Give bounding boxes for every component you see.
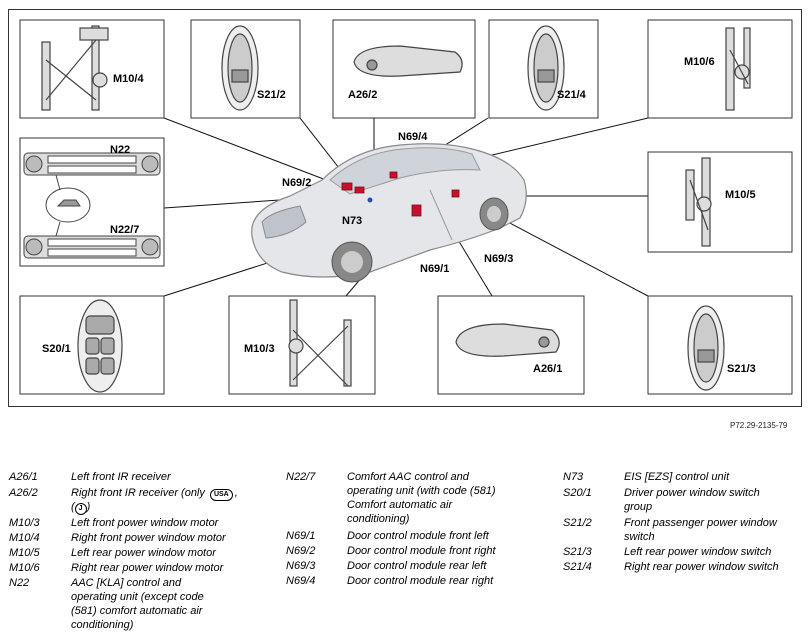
label-m10-6: M10/6 [684,56,715,68]
label-s21-2: S21/2 [257,89,286,101]
box-m10-5 [647,151,793,253]
legend-desc: Left rear power window switch [624,546,772,558]
label-n22-7: N22/7 [110,224,139,236]
label-n73: N73 [342,215,362,227]
legend-code: A26/1 [9,471,38,483]
legend-desc: Left front IR receiver [71,471,171,483]
marker-s21-2 [354,186,365,194]
legend-desc: Right front power window motor [71,532,226,544]
label-n69-2: N69/2 [282,177,311,189]
figure-id: P72.29-2135-79 [730,421,788,430]
marker-n69-4 [389,171,398,179]
ir-receiver-a26-1-icon [455,323,560,357]
legend-code: N69/3 [286,560,316,572]
window-motor-m10-5-icon [685,157,712,247]
legend-code: N69/1 [286,530,316,542]
legend-desc: Left front power window motor [71,517,219,529]
module-markers [341,171,460,217]
label-n69-4: N69/4 [398,131,428,143]
driver-switch-group-s20-1-icon [77,299,123,393]
legend-desc: Front passenger power window switch [624,517,777,543]
legend-code: N22/7 [286,471,316,483]
marker-n69-3 [451,189,460,198]
label-m10-3: M10/3 [244,343,275,355]
legend-desc: EIS [EZS] control unit [624,471,730,483]
window-motor-m10-4-icon [41,25,109,111]
legend-desc: Left rear power window motor [71,547,216,559]
legend-code: M10/3 [9,517,40,529]
legend-code: M10/6 [9,562,40,574]
label-s21-4: S21/4 [557,89,587,101]
label-n22: N22 [110,144,130,156]
legend-desc: Door control module front left [347,530,489,542]
legend-desc: Door control module rear right [347,575,494,587]
legend-desc: Driver power window switch group [624,487,760,513]
legend-desc: Door control module rear left [347,560,487,572]
label-a26-1: A26/1 [533,363,562,375]
legend-desc: Right rear power window motor [71,562,224,574]
label-s21-3: S21/3 [727,363,756,375]
legend-code: S21/3 [563,546,592,558]
label-m10-4: M10/4 [113,73,144,85]
legend-desc: Right front IR receiver (only USA, [71,487,238,501]
legend-code: M10/5 [9,547,40,559]
legend-desc: Door control module front right [347,545,496,557]
ir-receiver-a26-2-icon [353,45,463,77]
marker-n69-1 [411,204,422,217]
label-a26-2: A26/2 [348,89,377,101]
window-switch-s21-4-icon [527,25,565,111]
window-switch-s21-3-icon [687,305,725,391]
legend-desc: Right rear power window switch [624,561,779,573]
usa-badge-icon: USA [209,489,233,501]
label-n69-3: N69/3 [484,253,513,265]
aac-control-panels-icon [23,152,161,259]
legend-code: A26/2 [9,487,38,499]
legend-code: S20/1 [563,487,592,499]
car-illustration [251,143,527,283]
marker-n69-2 [341,182,353,191]
legend-code: S21/2 [563,517,592,529]
window-motor-m10-3-icon [288,299,352,387]
legend-code: N69/4 [286,575,316,587]
marker-n73 [367,197,373,203]
component-location-diagram: M10/4 S21/2 A26/2 S21/4 M10/6 N22 N22/7 … [19,19,793,395]
window-switch-s21-2-icon [221,25,259,111]
legend-desc: Comfort AAC control and operating unit (… [347,471,496,525]
legend-code: N69/2 [286,545,316,557]
window-motor-m10-6-icon [725,27,751,111]
legend-code: N22 [9,577,30,589]
label-m10-5: M10/5 [725,189,756,201]
box-m10-6 [647,19,793,119]
japan-badge-icon: J [74,503,87,515]
legend-desc-cont: (J) [71,501,91,515]
legend-code: S21/4 [563,561,592,573]
label-n69-1: N69/1 [420,263,449,275]
legend-desc: AAC [KLA] control and operating unit (ex… [71,577,204,631]
label-s20-1: S20/1 [42,343,71,355]
legend-code: N73 [563,471,584,483]
legend-code: M10/4 [9,532,40,544]
